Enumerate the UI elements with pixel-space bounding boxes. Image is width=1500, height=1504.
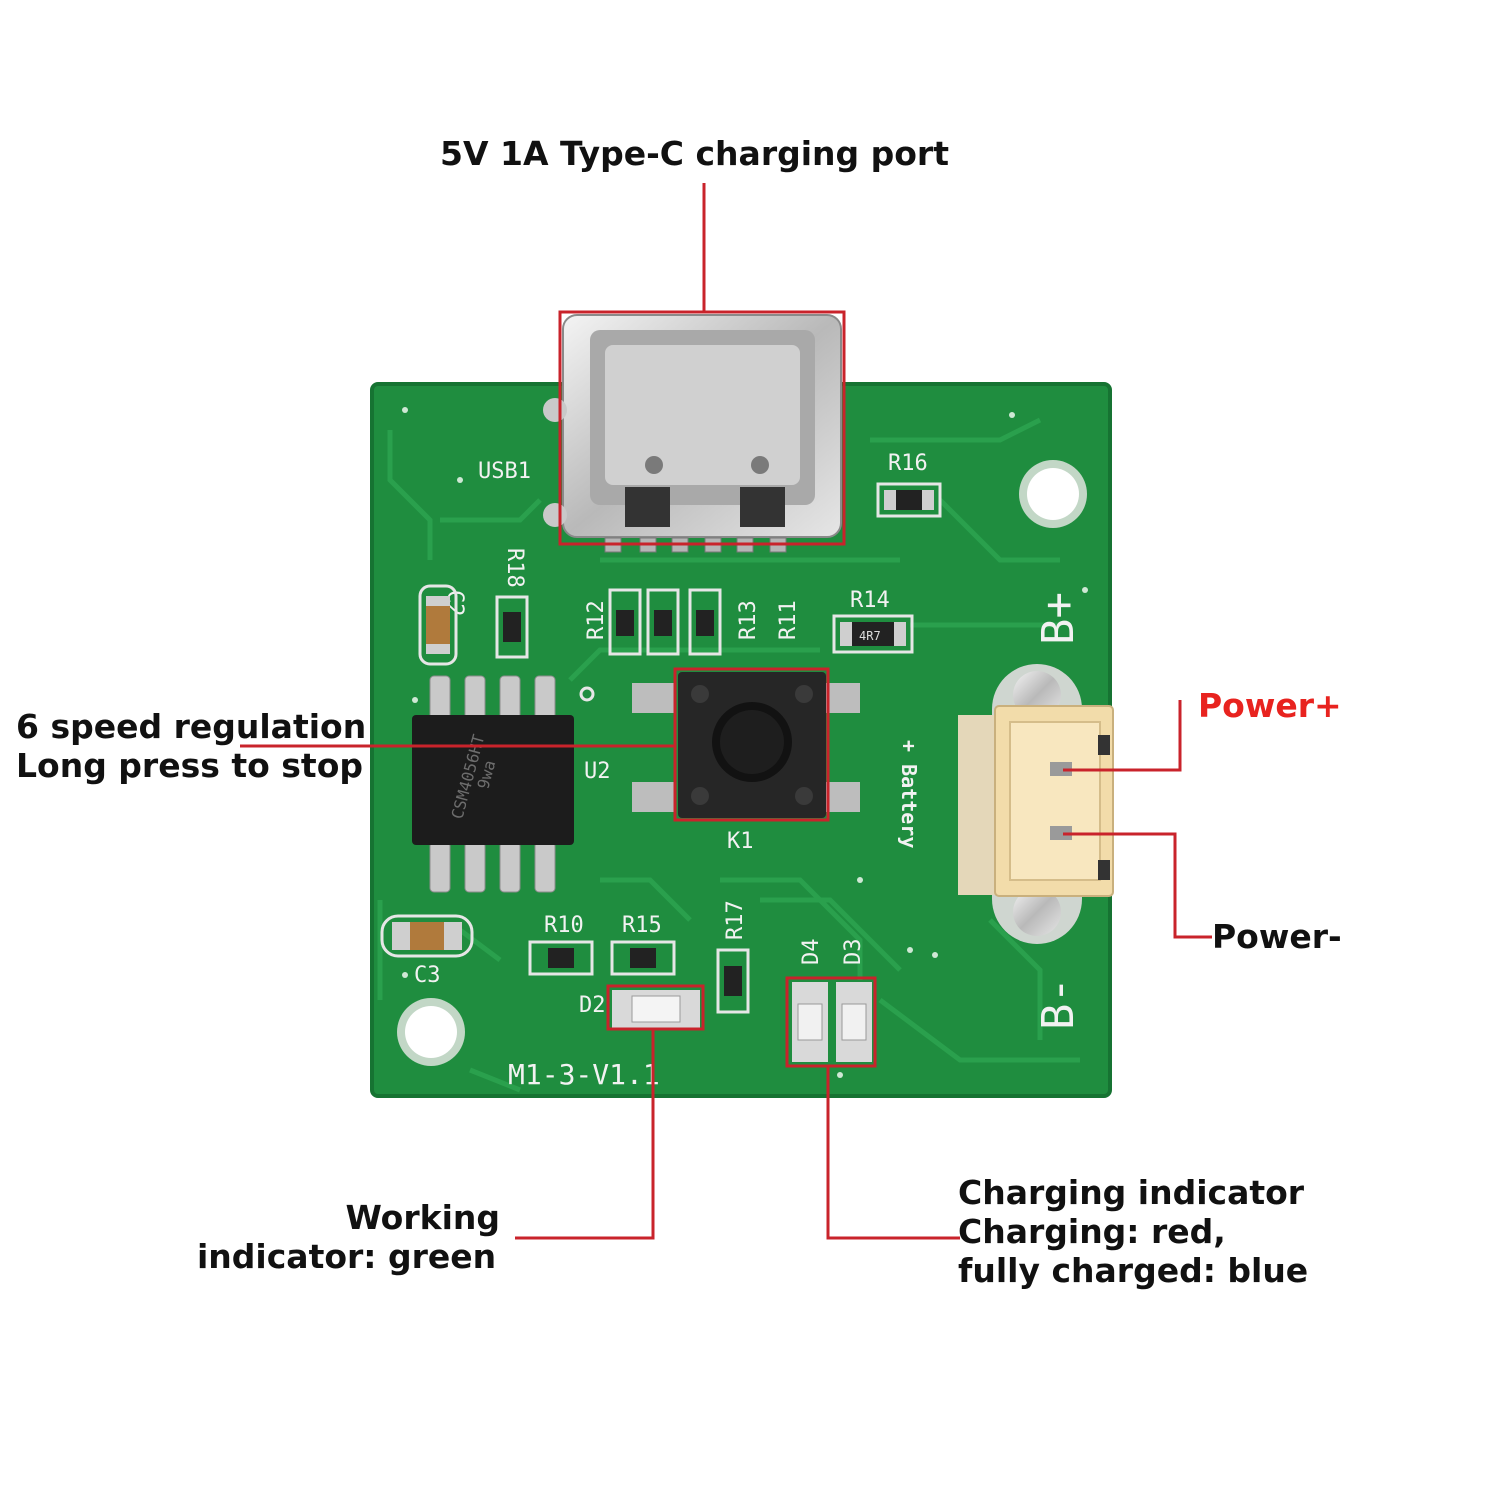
battery-connector [958, 664, 1114, 944]
silk-b-plus: B+ [1033, 592, 1084, 645]
silk-r11: R11 [776, 600, 801, 640]
label-speed-line2: Long press to stop [16, 746, 363, 785]
label-charging-line2: Charging: red, [958, 1212, 1226, 1251]
label-working-line1: Working [345, 1198, 500, 1237]
silk-r15: R15 [622, 913, 662, 938]
silk-battery: + Battery [897, 740, 921, 848]
callout-line-power-plus [1063, 700, 1182, 772]
silk-r12: R12 [584, 600, 609, 640]
silk-u2: U2 [584, 759, 611, 784]
silk-d2: D2 [579, 993, 606, 1018]
usb-c-connector [543, 314, 842, 553]
callout-line-power-minus [1063, 832, 1212, 939]
silk-usb1: USB1 [478, 459, 531, 484]
label-working-line2: indicator: green [197, 1237, 497, 1276]
label-speed-regulation: 6 speed regulation Long press to stop [16, 707, 366, 785]
label-speed-line1: 6 speed regulation [16, 707, 367, 746]
silk-d4: D4 [799, 939, 824, 966]
callout-line-working [515, 1029, 655, 1240]
mounting-hole-bottom-left [397, 998, 465, 1066]
pcb-traces [377, 417, 1080, 1093]
silk-version: M1-3-V1.1 [508, 1058, 660, 1091]
label-working-indicator: Working [345, 1198, 500, 1237]
label-charging-line1: Charging indicator [958, 1173, 1305, 1212]
silk-r14-code: 4R7 [859, 629, 881, 643]
d2-led [612, 990, 700, 1028]
silk-r10: R10 [544, 913, 584, 938]
smd-components: 4R7 [380, 482, 942, 1014]
label-power-minus: Power- [1212, 917, 1342, 956]
silk-c3: C3 [414, 963, 441, 988]
d3-d4-leds [792, 982, 872, 1062]
silk-r17: R17 [723, 900, 748, 940]
silk-r14: R14 [850, 588, 890, 613]
label-power-plus: Power+ [1198, 686, 1342, 725]
silk-b-minus: B- [1033, 977, 1084, 1030]
pin-marker [579, 686, 595, 702]
callout-box-d3-d4 [785, 976, 877, 1068]
pcb-vias [402, 407, 1088, 1078]
callout-box-usb [558, 310, 846, 546]
callout-box-d2 [606, 984, 705, 1031]
silk-r13: R13 [736, 600, 761, 640]
silk-r16: R16 [888, 451, 928, 476]
label-charging-line3: fully charged: blue [958, 1251, 1309, 1290]
k1-tactile-button [632, 672, 860, 818]
mounting-hole-top-right [1019, 460, 1087, 528]
label-charging-port: 5V 1A Type-C charging port [440, 134, 949, 173]
silk-r18: R18 [502, 548, 527, 588]
silk-k1: K1 [727, 829, 754, 854]
callout-lines [240, 183, 1212, 1240]
label-working-indicator-2: indicator: green [197, 1237, 496, 1276]
label-charging-indicator: Charging indicator Charging: red, fully … [958, 1173, 1308, 1290]
callout-line-charging [826, 1066, 960, 1240]
silk-d3: D3 [841, 939, 866, 966]
